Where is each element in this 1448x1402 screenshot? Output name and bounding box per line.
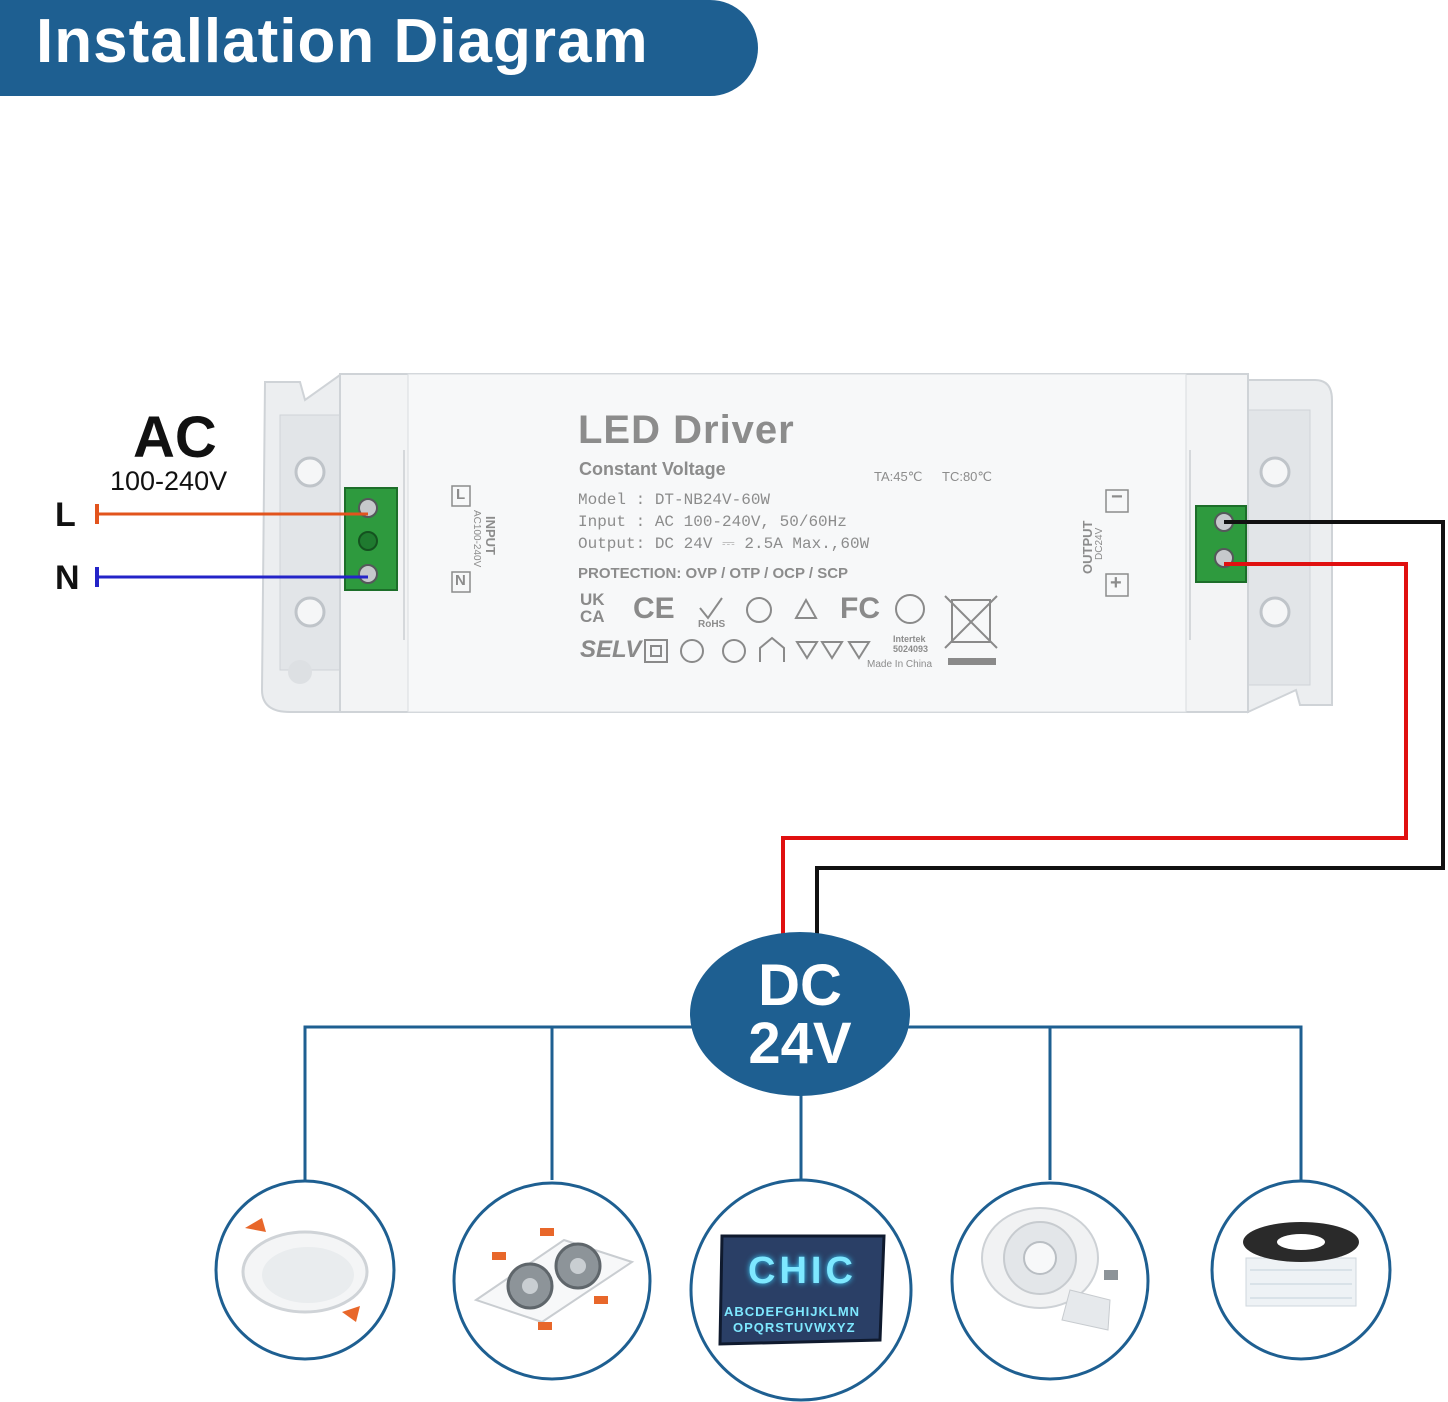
model-line: Model : DT-NB24V-60W xyxy=(578,491,771,509)
left-screw-hole-top xyxy=(294,456,326,488)
weee-bar xyxy=(948,658,996,665)
selv-mark: SELV xyxy=(580,636,642,663)
header-banner: Installation Diagram xyxy=(0,0,758,96)
sign-alphabet-row2: OPQRSTUVWXYZ xyxy=(733,1320,856,1335)
page-title: Installation Diagram xyxy=(36,7,649,76)
input-range: AC100-240V xyxy=(471,510,482,568)
certification-icons xyxy=(644,594,998,663)
ukca-mark-bottom: CA xyxy=(580,607,605,626)
driver-label-panel xyxy=(407,373,1187,713)
output-plus-mark: + xyxy=(1110,572,1122,594)
weee-cross-b xyxy=(944,595,998,649)
class2-square-icon xyxy=(644,639,668,663)
left-cap-recess xyxy=(279,414,343,671)
output-minus-mark: − xyxy=(1111,486,1123,508)
dc-output-hub xyxy=(690,932,910,1096)
input-l-box xyxy=(451,485,471,507)
dc-hub-line2: 24V xyxy=(748,1011,852,1076)
ta-rating: TA:45℃ xyxy=(874,469,923,484)
f-mark-icon xyxy=(847,641,871,660)
rohs-mark: RoHS xyxy=(698,619,726,630)
branch-line-right xyxy=(905,1025,1303,1180)
recycle-arrows-icon xyxy=(794,597,818,619)
input-spec-line: Input : AC 100-240V, 50/60Hz xyxy=(578,513,847,531)
led-sign-icon xyxy=(718,1234,886,1346)
dc-output-wiring xyxy=(781,520,1445,940)
fc-mark: FC xyxy=(840,592,880,625)
transformer-icon xyxy=(680,639,704,663)
output-spec-line: Output: DC 24V ⎓ 2.5A Max.,60W xyxy=(578,535,870,553)
sign-word: CHIC xyxy=(748,1250,857,1292)
dc-hub-line1: DC xyxy=(758,953,842,1018)
output-tag: OUTPUT xyxy=(1080,520,1095,574)
output-plus-box xyxy=(1105,573,1129,597)
input-terminal-screw-n xyxy=(358,564,378,584)
ce-mark: CE xyxy=(633,592,675,625)
made-in-label: Made In China xyxy=(867,659,933,670)
input-tag: INPUT xyxy=(483,516,498,555)
right-cap-recess xyxy=(1247,409,1311,686)
input-terminal-screw-mid xyxy=(358,531,378,551)
tc-rating: TC:80℃ xyxy=(942,469,993,484)
driver-title: LED Driver xyxy=(578,408,795,452)
positive-wire xyxy=(781,562,1408,940)
right-screw-hole-bottom xyxy=(1259,596,1291,628)
rohs-check-icon xyxy=(699,597,723,620)
branch-line-left xyxy=(303,1025,700,1180)
mm-mark-icon-1 xyxy=(795,641,819,660)
recycle-icon xyxy=(746,597,772,623)
neutral-label: N xyxy=(55,559,80,597)
etl-mark-icon xyxy=(895,594,925,624)
protection-line: PROTECTION: OVP / OTP / OCP / SCP xyxy=(578,565,849,582)
mm-mark-icon-2 xyxy=(820,641,844,660)
weee-bin-icon xyxy=(951,599,991,643)
sign-alphabet-row1: ABCDEFGHIJKLMN xyxy=(724,1304,861,1319)
intertek-number: 5024093 xyxy=(893,644,929,654)
live-label: L xyxy=(55,496,76,534)
intertek-mark: Intertek xyxy=(893,634,926,644)
indoor-use-icon xyxy=(759,636,785,662)
ac-input-wiring xyxy=(95,504,368,587)
driver-subtitle: Constant Voltage xyxy=(579,459,726,479)
negative-wire xyxy=(815,520,1445,940)
left-cap-dimple xyxy=(288,660,312,684)
class2-inner-square xyxy=(650,645,662,657)
led-driver-unit xyxy=(260,373,1333,714)
output-minus-box xyxy=(1105,489,1129,513)
distribution-lines xyxy=(303,1025,1303,1180)
input-l-mark: L xyxy=(456,486,466,503)
left-screw-hole-bottom xyxy=(294,596,326,628)
lamp-icon xyxy=(722,639,746,663)
input-n-mark: N xyxy=(455,572,466,589)
gu10-bulb-icon xyxy=(981,1207,1118,1331)
right-screw-hole-top xyxy=(1259,456,1291,488)
output-range: DC24V xyxy=(1094,527,1105,560)
ukca-mark-top: UK xyxy=(580,590,605,609)
ac-label: AC xyxy=(133,405,217,470)
ac-voltage-label: 100-240V xyxy=(110,466,228,496)
led-strip-reel-icon xyxy=(1243,1222,1359,1307)
input-n-box xyxy=(451,571,471,593)
grille-light-icon xyxy=(473,1228,635,1330)
downlight-icon xyxy=(241,1218,369,1322)
